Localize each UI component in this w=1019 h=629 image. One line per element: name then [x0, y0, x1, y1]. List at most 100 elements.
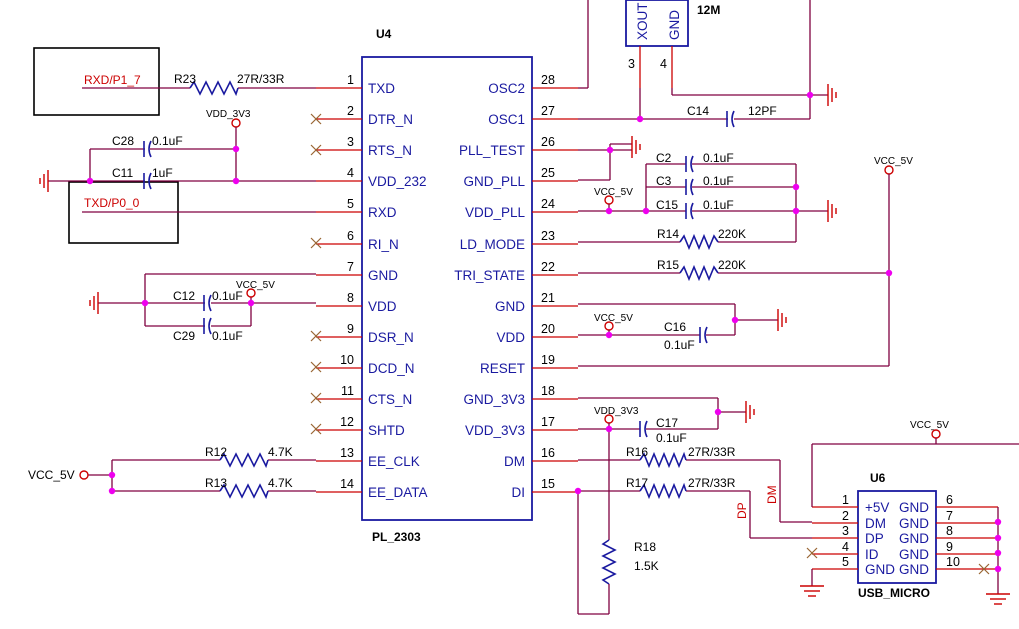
vcc5v-label-c12: VCC_5V	[236, 280, 275, 291]
junction-dot	[247, 299, 255, 307]
r12-value: 4.7K	[268, 445, 293, 459]
u6-pin-8-name: GND	[899, 531, 929, 546]
c16-plate-b	[704, 326, 708, 344]
junction-dot	[232, 145, 240, 153]
no-connect-x-icon	[310, 113, 322, 125]
c11-ref: C11	[112, 166, 133, 180]
c12-value: 0.1uF	[212, 289, 243, 303]
txd-net-label: TXD/P0_0	[84, 196, 140, 210]
u4-pin-12-name: SHTD	[368, 423, 405, 438]
u4-pin-11-number: 11	[341, 384, 354, 398]
c29-plate-b	[208, 317, 212, 335]
r13-value: 4.7K	[268, 476, 293, 490]
ground-icon	[631, 136, 641, 158]
junction-dot	[994, 565, 1002, 573]
junction-dot	[792, 207, 800, 215]
u4-ref: U4	[376, 27, 392, 41]
r23-ref: R23	[174, 72, 196, 86]
ground-icon	[777, 309, 787, 331]
c16-value: 0.1uF	[664, 338, 695, 352]
ground-icon	[745, 401, 755, 423]
c29-value: 0.1uF	[212, 329, 243, 343]
r18-value: 1.5K	[634, 559, 659, 573]
c2-value: 0.1uF	[703, 151, 734, 165]
c3-value: 0.1uF	[703, 174, 734, 188]
u4-pin-10-number: 10	[340, 353, 354, 367]
u4-pin-6-name: RI_N	[368, 237, 399, 252]
r15-ref: R15	[657, 258, 679, 272]
r14-resistor[interactable]	[679, 233, 719, 251]
u4-right-pins: 28OSC227OSC126PLL_TEST25GND_PLL24VDD_PLL…	[454, 73, 578, 500]
u4-pin-13-number: 13	[340, 446, 354, 460]
no-connect-x-icon	[806, 547, 818, 559]
u4-pin-9-number: 9	[347, 322, 354, 336]
junction-dot	[606, 146, 614, 154]
u4-body[interactable]	[361, 56, 533, 521]
r18-resistor[interactable]	[601, 539, 617, 585]
vdd3v3-port-right	[604, 414, 614, 424]
dp-net-label: DP	[735, 502, 749, 519]
u4-pin-22-name: TRI_STATE	[454, 268, 525, 283]
r16-resistor[interactable]	[639, 451, 687, 469]
u4-pin-5-number: 5	[347, 197, 354, 211]
no-connect-x-icon	[310, 361, 322, 373]
vdd3v3-port-left	[231, 118, 241, 128]
u4-pin-27-name: OSC1	[488, 112, 525, 127]
u4-pin-7-number: 7	[347, 260, 354, 274]
r17-resistor[interactable]	[639, 482, 687, 500]
r13-resistor[interactable]	[219, 483, 269, 500]
r12-resistor[interactable]	[219, 452, 269, 469]
junction-dot	[994, 518, 1002, 526]
r15-value: 220K	[718, 258, 746, 272]
vcc5v-port-usb	[931, 429, 941, 439]
r23-resistor[interactable]	[189, 80, 239, 97]
u4-pin-20-name: VDD	[496, 330, 525, 345]
u4-pin-2-name: DTR_N	[368, 112, 413, 127]
vcc5v-input-port	[79, 470, 89, 480]
ground-icon	[827, 84, 837, 106]
u4-pin-19-name: RESET	[480, 361, 525, 376]
crystal-body[interactable]	[625, 0, 689, 47]
u4-pin-6-number: 6	[347, 229, 354, 243]
r14-value: 220K	[718, 227, 746, 241]
u6-pin-5-number: 5	[842, 555, 849, 569]
c17-plate-b	[644, 420, 648, 438]
u6-pin-8-number: 8	[946, 524, 953, 538]
r23-value: 27R/33R	[237, 72, 285, 86]
r18-ref: R18	[634, 540, 656, 554]
u6-pin-6-name: GND	[899, 500, 929, 515]
ground-icon	[39, 170, 49, 192]
u6-body[interactable]	[857, 490, 937, 584]
vcc5v-port-c12	[246, 288, 256, 298]
u4-pin-1-name: TXD	[368, 81, 395, 96]
vcc5v-input-label: VCC_5V	[28, 468, 75, 482]
crystal-pin3-num: 3	[628, 57, 635, 71]
junction-dot	[792, 183, 800, 191]
u4-pin-7-name: GND	[368, 268, 398, 283]
junction-dot	[605, 331, 613, 339]
u4-pin-24-name: VDD_PLL	[465, 205, 526, 220]
r15-resistor[interactable]	[679, 264, 719, 282]
crystal-ref: 12M	[697, 3, 720, 17]
u6-pin-5-name: GND	[865, 562, 895, 577]
vdd3v3-label-left: VDD_3V3	[206, 109, 251, 120]
u6-ref: U6	[870, 471, 886, 485]
u4-pin-25-number: 25	[541, 166, 555, 180]
ground-icon	[986, 593, 1010, 605]
ground-icon	[827, 200, 837, 222]
c17-ref: C17	[656, 416, 678, 430]
junction-dot	[642, 207, 650, 215]
u4-part: PL_2303	[372, 530, 421, 544]
u4-pin-15-name: DI	[512, 485, 526, 500]
vcc5v-port-pll	[604, 195, 614, 205]
u4-pin-24-number: 24	[541, 197, 555, 211]
u6-pin-10-number: 10	[946, 555, 960, 569]
u4-pin-4-name: VDD_232	[368, 174, 427, 189]
u6-pin-9-number: 9	[946, 540, 953, 554]
u6-pin-4-number: 4	[842, 540, 849, 554]
u4-pin-8-name: VDD	[368, 299, 397, 314]
junction-dot	[714, 408, 722, 416]
c14-value: 12PF	[748, 104, 777, 118]
junction-dot	[574, 487, 582, 495]
u4-pin-12-number: 12	[340, 415, 354, 429]
